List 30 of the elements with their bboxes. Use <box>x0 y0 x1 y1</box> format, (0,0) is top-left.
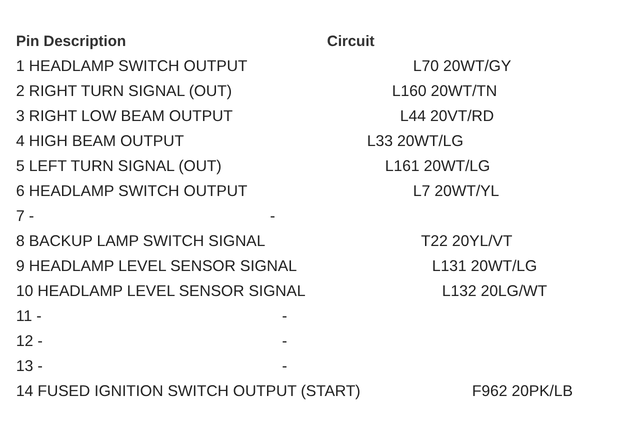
pin-description: 2 RIGHT TURN SIGNAL (OUT) <box>16 82 232 102</box>
circuit-code: - <box>282 357 288 377</box>
pin-description: 4 HIGH BEAM OUTPUT <box>16 132 184 152</box>
circuit-code: L131 20WT/LG <box>432 257 538 277</box>
pin-description: 13 - <box>16 357 43 377</box>
pin-description: 7 - <box>16 207 34 227</box>
circuit-code: L70 20WT/GY <box>413 57 512 77</box>
pin-description: 8 BACKUP LAMP SWITCH SIGNAL <box>16 232 266 252</box>
pin-description: 14 FUSED IGNITION SWITCH OUTPUT (START) <box>16 382 360 402</box>
circuit-code: L7 20WT/YL <box>413 182 500 202</box>
pin-description: 1 HEADLAMP SWITCH OUTPUT <box>16 57 248 77</box>
circuit-code: - <box>282 307 288 327</box>
pin-description: 10 HEADLAMP LEVEL SENSOR SIGNAL <box>16 282 306 302</box>
pin-description: 6 HEADLAMP SWITCH OUTPUT <box>16 182 248 202</box>
circuit-code: L132 20LG/WT <box>442 282 548 302</box>
circuit-code: - <box>270 207 276 227</box>
column-header: Circuit <box>327 32 375 52</box>
pin-description: 5 LEFT TURN SIGNAL (OUT) <box>16 157 222 177</box>
circuit-code: L160 20WT/TN <box>392 82 498 102</box>
circuit-code: F962 20PK/LB <box>472 382 573 402</box>
pin-description: 12 - <box>16 332 43 352</box>
circuit-code: L44 20VT/RD <box>400 107 494 127</box>
column-header: Pin Description <box>16 32 126 52</box>
pin-description: 9 HEADLAMP LEVEL SENSOR SIGNAL <box>16 257 297 277</box>
pin-description: 11 - <box>16 307 42 327</box>
circuit-code: T22 20YL/VT <box>421 232 512 252</box>
pin-description: 3 RIGHT LOW BEAM OUTPUT <box>16 107 233 127</box>
circuit-code: L161 20WT/LG <box>385 157 490 177</box>
circuit-code: - <box>282 332 288 352</box>
circuit-code: L33 20WT/LG <box>367 132 464 152</box>
